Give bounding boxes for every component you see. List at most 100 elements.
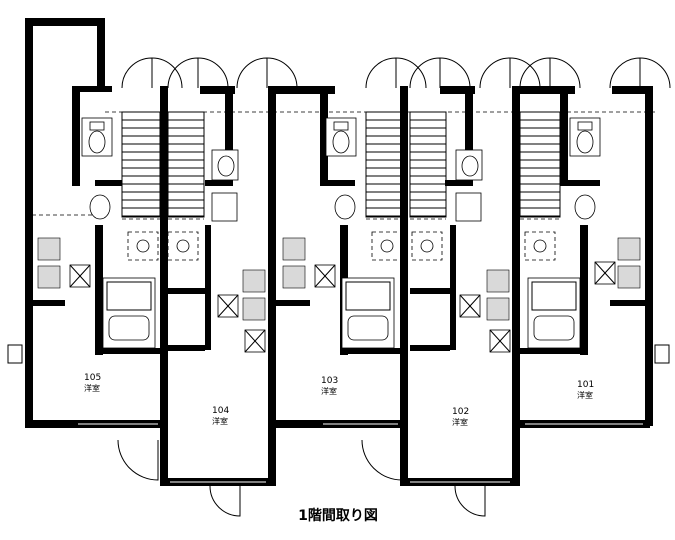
washbasin — [574, 194, 596, 220]
washer-cross — [594, 261, 616, 285]
door-swing — [121, 57, 153, 89]
unit-105-number: 105 — [84, 373, 101, 383]
washer-cross — [217, 294, 239, 318]
washer-cross — [489, 329, 511, 353]
kitchen-sink — [617, 237, 641, 261]
wall-segment — [410, 345, 450, 351]
wall-segment — [275, 86, 335, 94]
washbasin — [89, 194, 111, 220]
plan-fixtures — [25, 111, 655, 353]
wall-segment — [72, 86, 80, 186]
wall-segment — [520, 348, 588, 354]
entry-door-swing — [454, 485, 486, 517]
washbasin — [334, 194, 356, 220]
door-swing — [479, 57, 511, 89]
bathtub-basin — [106, 281, 152, 311]
door-swing — [519, 57, 551, 89]
wall-segment — [72, 86, 112, 92]
plan-doors — [7, 57, 671, 517]
wall-segment — [320, 180, 355, 186]
toilet-tank — [333, 121, 349, 131]
bathtub-tray — [347, 315, 389, 341]
bathtub-basin — [345, 281, 391, 311]
wall-segment — [450, 225, 456, 350]
toilet-bowl — [461, 155, 479, 177]
vanity-outline — [167, 231, 199, 261]
wall-segment — [645, 86, 653, 426]
entry-door-swing — [117, 439, 159, 481]
vanity-outline — [127, 231, 159, 261]
kitchen-stove — [282, 265, 306, 289]
door-swing — [365, 57, 397, 89]
toilet-bowl — [576, 130, 594, 154]
door-swing — [549, 57, 581, 89]
wall-segment — [515, 86, 575, 94]
wall-segment — [95, 225, 103, 355]
door-swing — [236, 57, 268, 89]
wall-segment — [465, 86, 473, 186]
door-swing — [609, 57, 641, 89]
wall-segment — [512, 86, 520, 486]
unit-102-type: 洋室 — [452, 417, 468, 427]
bathtub-tray — [533, 315, 575, 341]
wall-segment — [610, 300, 645, 306]
side-door — [7, 344, 23, 364]
wall-segment — [268, 86, 276, 486]
toilet-bowl — [217, 155, 235, 177]
unit-105-type: 洋室 — [84, 383, 100, 393]
kitchen-stove — [242, 297, 266, 321]
vanity-outline — [524, 231, 556, 261]
wall-segment — [95, 348, 160, 354]
wall-segment — [165, 345, 205, 351]
washer-cross — [459, 294, 481, 318]
door-swing — [395, 57, 427, 89]
kitchen-sink — [242, 269, 266, 293]
unit-103-number: 103 — [321, 376, 338, 386]
wall-segment — [200, 86, 235, 94]
wall-segment — [160, 86, 168, 486]
side-door — [654, 344, 670, 364]
kitchen-sink — [486, 269, 510, 293]
unit-101-number: 101 — [577, 380, 594, 390]
wall-segment — [205, 225, 211, 350]
wall-segment — [440, 86, 475, 94]
door-swing — [151, 57, 183, 89]
wall-segment — [25, 18, 33, 428]
bathtub-tray — [108, 315, 150, 341]
unit-104-type: 洋室 — [212, 416, 228, 426]
unit-104-number: 104 — [212, 406, 229, 416]
plan-walls — [25, 18, 653, 486]
toilet-tank — [89, 121, 105, 131]
door-swing — [409, 57, 441, 89]
wall-segment — [410, 288, 455, 294]
vanity-outline — [371, 231, 403, 261]
wall-segment — [205, 180, 233, 186]
wall-segment — [340, 348, 402, 354]
stair-outline — [365, 111, 403, 218]
unit-103-type: 洋室 — [321, 386, 337, 396]
vanity-basin — [176, 239, 190, 253]
unit-101-type: 洋室 — [577, 390, 593, 400]
wall-segment — [225, 86, 233, 186]
wall-segment — [30, 300, 65, 306]
washer-cross — [314, 264, 336, 288]
toilet-bowl — [332, 130, 350, 154]
bathtub-basin — [531, 281, 577, 311]
wall-segment — [445, 180, 473, 186]
entry-door-swing — [209, 485, 241, 517]
wall-segment — [612, 86, 652, 94]
kitchen-stove — [617, 265, 641, 289]
wall-segment — [165, 288, 210, 294]
wall-segment — [400, 86, 408, 486]
wall-segment — [95, 180, 122, 186]
unit-102-number: 102 — [452, 407, 469, 417]
entry-door-swing — [361, 439, 403, 481]
vanity-basin — [380, 239, 394, 253]
door-swing — [509, 57, 541, 89]
vanity-basin — [420, 239, 434, 253]
door-swing — [197, 57, 229, 89]
door-swing — [167, 57, 199, 89]
wall-segment — [560, 180, 600, 186]
toilet-bowl — [88, 130, 106, 154]
